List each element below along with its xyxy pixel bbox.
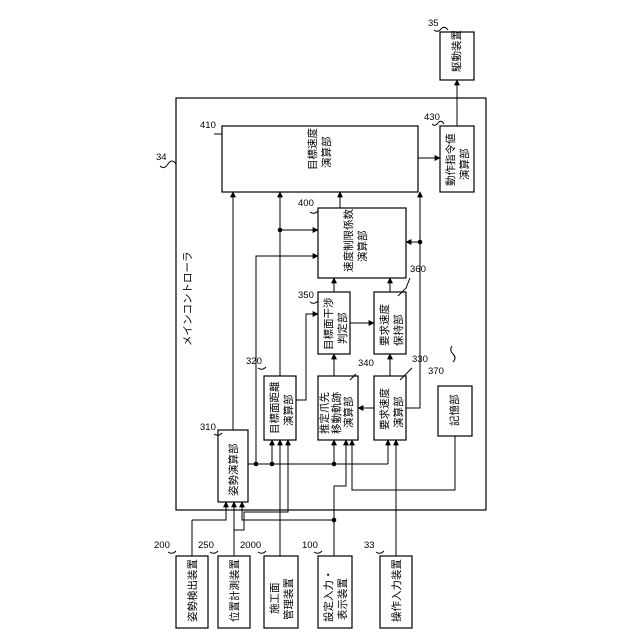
target-interference-ref-leader xyxy=(310,301,318,303)
surface-manager-ref: 2000 xyxy=(240,540,261,551)
required-speed-hold-ref: 360 xyxy=(410,264,426,275)
storage-ref: 370 xyxy=(428,366,444,377)
target-interference-label-1: 目標面干渉 xyxy=(322,297,335,350)
operation-input-ref: 33 xyxy=(364,540,375,551)
target-speed-block xyxy=(222,126,418,192)
target-speed-label-2: 演算部 xyxy=(320,137,333,169)
surface-manager-label-2: 管理装置 xyxy=(282,578,295,620)
setting-input-ref: 100 xyxy=(302,540,318,551)
setting-input-label-2: 表示装置 xyxy=(336,578,349,620)
posture-detector-ref: 200 xyxy=(154,540,170,551)
target-interference-label-2: 判定部 xyxy=(336,313,349,345)
required-speed-calc-label-1: 要求速度 xyxy=(378,388,391,430)
required-speed-hold-label-2: 保持部 xyxy=(392,315,405,347)
claw-trajectory-ref: 340 xyxy=(358,358,374,369)
speed-limit-ref-leader xyxy=(310,211,318,213)
speed-limit-label-1: 速度制限係数 xyxy=(342,209,355,272)
motion-command-ref: 430 xyxy=(424,112,440,123)
target-distance-label-2: 演算部 xyxy=(282,395,295,427)
posture-calc-ref: 310 xyxy=(200,422,216,433)
position-meter-ref-leader xyxy=(210,551,218,553)
required-speed-calc-label-2: 演算部 xyxy=(392,397,405,429)
position-meter-label: 位置計測装置 xyxy=(228,559,241,622)
operation-input-label: 操作入力装置 xyxy=(390,559,403,622)
claw-trajectory-label-1: 推定爪先 xyxy=(318,392,331,434)
setting-input-ref-leader xyxy=(314,551,322,553)
posture-detector-label: 姿勢検出装置 xyxy=(186,559,199,622)
main-controller-label: メインコントローラ xyxy=(182,252,194,347)
storage-break-mark xyxy=(451,346,455,362)
drive-device-ref: 35 xyxy=(428,18,439,29)
target-interference-ref: 350 xyxy=(298,290,314,301)
target-distance-ref: 320 xyxy=(246,356,262,367)
storage-label: 記憶部 xyxy=(448,395,461,427)
posture-detector-ref-leader xyxy=(168,551,176,553)
posture-calc-label: 姿勢演算部 xyxy=(227,444,240,497)
target-distance-label-1: 目標面距離 xyxy=(268,381,281,434)
motion-command-label-1: 動作指令値 xyxy=(444,133,457,186)
target-speed-ref: 410 xyxy=(200,120,216,131)
speed-limit-ref: 400 xyxy=(298,198,314,209)
target-speed-label-1: 目標速度 xyxy=(306,128,319,170)
setting-input-label-1: 設定入力・ xyxy=(322,570,335,623)
position-meter-ref: 250 xyxy=(198,540,214,551)
surface-manager-ref-leader xyxy=(258,551,266,553)
speed-limit-label-2: 演算部 xyxy=(356,231,369,263)
operation-input-ref-leader xyxy=(376,551,384,553)
surface-manager-label-1: 施工面 xyxy=(268,583,281,615)
drive-device-label: 駆動装置 xyxy=(450,30,463,72)
main-controller-ref: 34 xyxy=(156,152,167,163)
motion-command-label-2: 演算部 xyxy=(458,149,471,181)
claw-trajectory-label-2: 移動軌跡 xyxy=(330,392,343,434)
claw-trajectory-label-3: 演算部 xyxy=(342,397,355,429)
required-speed-hold-label-1: 要求速度 xyxy=(378,304,391,346)
target-distance-ref-leader xyxy=(258,367,266,369)
